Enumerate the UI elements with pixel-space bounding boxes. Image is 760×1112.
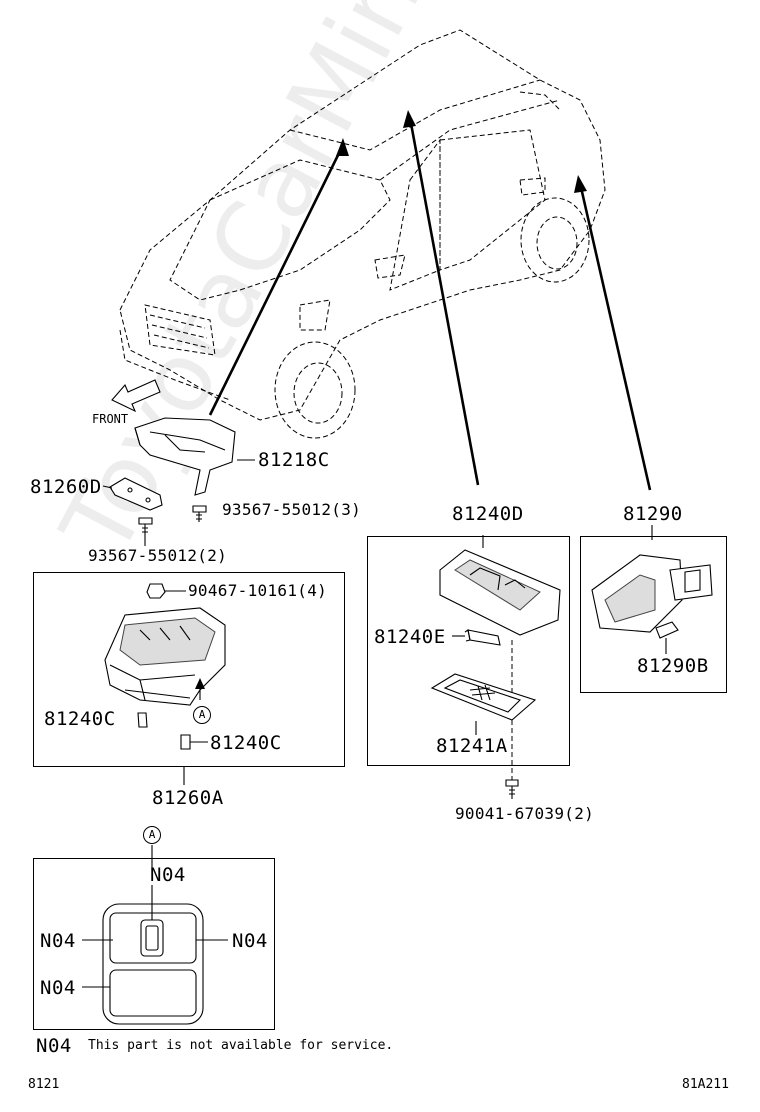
screw-c-drawing bbox=[505, 779, 519, 799]
footer-right-code: 81A211 bbox=[682, 1077, 729, 1092]
label-screw-3: 93567-55012(3) bbox=[222, 500, 362, 519]
front-label: FRONT bbox=[92, 412, 129, 426]
bulb-81290b-drawing bbox=[655, 621, 679, 654]
label-screw-2: 93567-55012(2) bbox=[88, 546, 228, 565]
view-a-code-top: N04 bbox=[150, 864, 186, 886]
group-81260a-frame bbox=[33, 572, 345, 767]
label-81218c: 81218C bbox=[258, 449, 330, 471]
group-81240d-frame bbox=[367, 536, 570, 766]
leader-81260d bbox=[102, 485, 113, 489]
legend-code: N04 bbox=[36, 1035, 72, 1057]
location-arrows bbox=[208, 110, 652, 491]
screw-3-drawing bbox=[192, 505, 207, 522]
lamp-81290-drawing bbox=[591, 554, 713, 633]
nut-drawing bbox=[146, 583, 166, 599]
label-81241a: 81241A bbox=[436, 735, 508, 757]
footer-left-code: 8121 bbox=[28, 1077, 60, 1092]
label-81290: 81290 bbox=[623, 503, 683, 525]
view-a-code-right: N04 bbox=[232, 930, 268, 952]
label-81240c-left: 81240C bbox=[44, 708, 116, 730]
view-a-marker: A bbox=[193, 706, 211, 724]
view-a-console-drawing bbox=[102, 903, 204, 1025]
view-a-code-bottom-left: N04 bbox=[40, 977, 76, 999]
label-81240e: 81240E bbox=[374, 626, 446, 648]
console-81260a-drawing bbox=[104, 607, 226, 706]
legend-text: This part is not available for service. bbox=[88, 1038, 394, 1053]
bulb-81240e-drawing bbox=[452, 629, 501, 646]
label-nut: 90467-10161(4) bbox=[188, 581, 328, 600]
label-81290b: 81290B bbox=[637, 655, 709, 677]
bracket-81260d-drawing bbox=[109, 477, 163, 511]
bulb-81240c-left bbox=[137, 712, 148, 728]
front-direction-arrow bbox=[111, 379, 161, 413]
lens-81241a-drawing bbox=[430, 673, 537, 735]
label-screw-c: 90041-67039(2) bbox=[455, 804, 595, 823]
view-a-frame bbox=[33, 858, 275, 1030]
label-81260a: 81260A bbox=[152, 787, 224, 809]
label-81260d: 81260D bbox=[30, 476, 102, 498]
vehicle-outline bbox=[119, 29, 606, 439]
lamp-81240d-drawing bbox=[439, 549, 561, 636]
bulb-81240c-right bbox=[180, 734, 208, 750]
screw-2-drawing bbox=[138, 517, 153, 546]
view-a-code-left: N04 bbox=[40, 930, 76, 952]
label-81240d: 81240D bbox=[452, 503, 524, 525]
label-81240c-right: 81240C bbox=[210, 732, 282, 754]
bracket-81218c-drawing bbox=[134, 417, 236, 496]
view-a-ref-marker: A bbox=[143, 826, 161, 844]
arrow-a-drawing bbox=[195, 678, 205, 700]
group-81290-frame bbox=[580, 536, 727, 693]
